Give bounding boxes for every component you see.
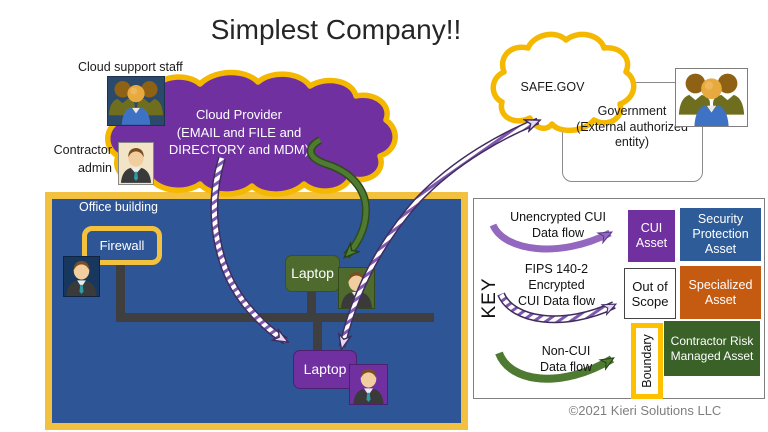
key-unencrypted-label: Unencrypted CUI Data flow bbox=[510, 210, 606, 240]
laptop-purple-box: Laptop bbox=[293, 350, 357, 389]
contractor-admin-icon bbox=[118, 142, 154, 185]
contractor-admin-label: Contractor admin bbox=[53, 143, 112, 175]
key-security-protection-asset: Security Protection Asset bbox=[680, 208, 761, 261]
page-title: Simplest Company!! bbox=[210, 14, 462, 45]
laptop-purple-user-icon bbox=[349, 364, 388, 405]
key-panel: KEY Unencrypted CUI Data flow CUI Asset … bbox=[473, 198, 765, 399]
key-contractor-risk-managed-asset: Contractor Risk Managed Asset bbox=[664, 321, 760, 376]
arrow-cloud-to-laptop bbox=[210, 156, 286, 345]
key-noncui-arrow bbox=[495, 351, 612, 383]
government-staff-icon bbox=[675, 68, 748, 127]
key-fips-label: FIPS 140-2 Encrypted CUI Data flow bbox=[517, 262, 596, 308]
network-line-bus bbox=[116, 313, 434, 322]
key-fips-arrow bbox=[497, 292, 614, 324]
cloud-support-staff-icon bbox=[107, 76, 165, 126]
key-unencrypted-arrow bbox=[489, 223, 610, 253]
key-cui-asset: CUI Asset bbox=[628, 210, 675, 262]
cloud-provider-label: Cloud Provider (EMAIL and FILE and DIREC… bbox=[168, 107, 310, 157]
firewall-box: Firewall bbox=[82, 226, 162, 265]
safegov-cloud-shape bbox=[490, 31, 637, 134]
cloud-support-staff-label: Cloud support staff bbox=[78, 60, 183, 74]
copyright-text: ©2021 Kieri Solutions LLC bbox=[568, 403, 722, 418]
arrow-laptop-to-safegov bbox=[342, 117, 538, 347]
government-label: Government (External authorized entity) bbox=[576, 104, 688, 149]
office-user-icon bbox=[63, 256, 100, 297]
network-line-laptop-green bbox=[307, 288, 316, 316]
key-heading: KEY bbox=[479, 277, 500, 319]
network-line-firewall bbox=[116, 261, 125, 319]
key-arrows bbox=[489, 223, 764, 383]
key-specialized-asset: Specialized Asset bbox=[680, 266, 761, 319]
safegov-label: SAFE.GOV bbox=[520, 80, 585, 94]
network-line-laptop-purple bbox=[313, 319, 322, 353]
key-boundary: Boundary bbox=[631, 323, 663, 399]
key-out-of-scope: Out of Scope bbox=[624, 268, 676, 319]
key-noncui-label: Non-CUI Data flow bbox=[539, 344, 593, 374]
arrow-cloud-to-green-laptop bbox=[307, 136, 371, 256]
office-building-label: Office building bbox=[79, 200, 158, 214]
